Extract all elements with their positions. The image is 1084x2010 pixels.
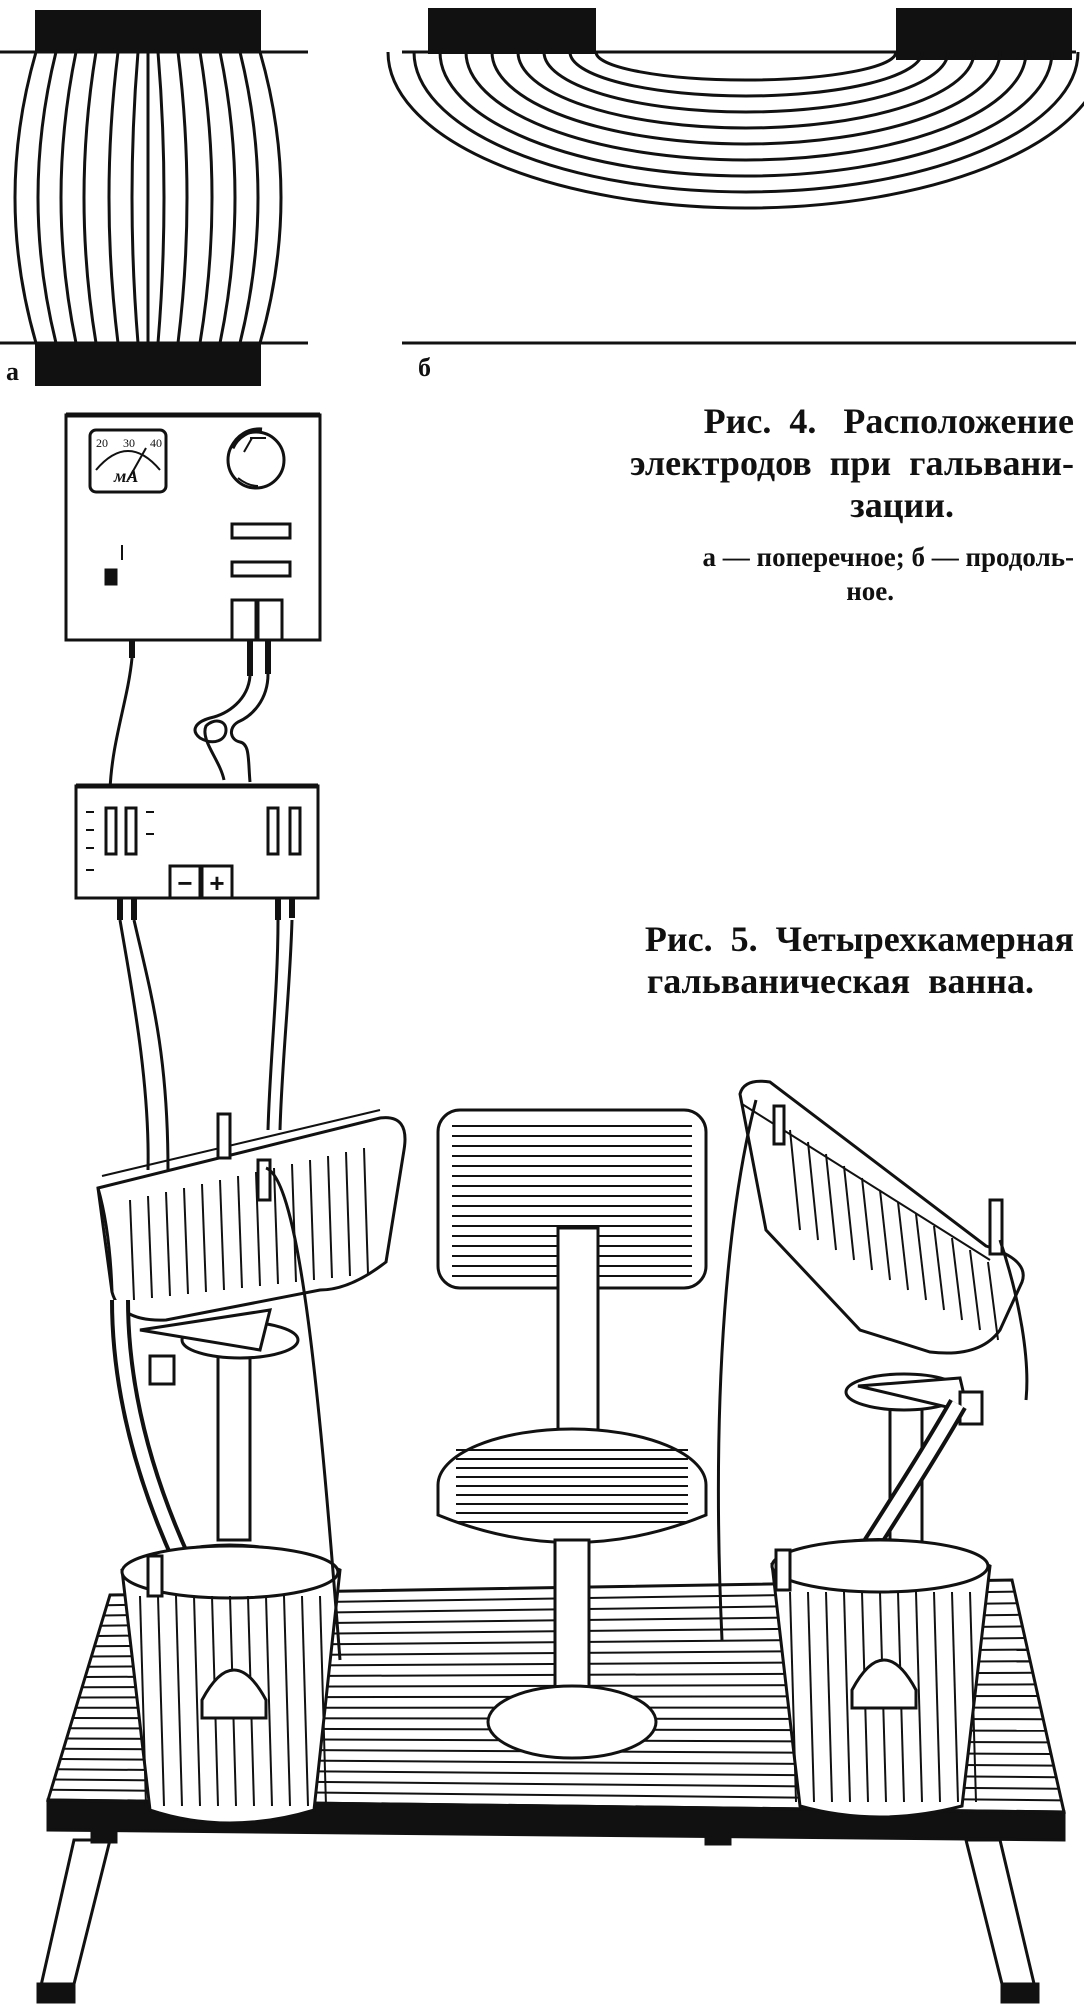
field-arc bbox=[490, 51, 1002, 146]
galvanic-apparatus bbox=[64, 412, 322, 676]
bucket-rib bbox=[807, 1591, 815, 1803]
bath-rib bbox=[987, 1261, 999, 1341]
bath-rib bbox=[345, 1151, 351, 1277]
dial-knob-icon bbox=[226, 427, 286, 490]
minus-terminal bbox=[168, 864, 202, 900]
bucket-rib bbox=[175, 1595, 183, 1807]
bath-rib bbox=[807, 1141, 819, 1241]
plus-terminal bbox=[200, 864, 234, 900]
bucket-rib bbox=[843, 1591, 851, 1803]
field-arc bbox=[386, 51, 1084, 210]
milliammeter-icon bbox=[127, 447, 147, 481]
bucket-rib bbox=[193, 1595, 201, 1807]
field-arc bbox=[464, 51, 1028, 162]
field-lines-a bbox=[13, 51, 283, 344]
bath-rib bbox=[879, 1189, 891, 1281]
meter-tick-40: 40 bbox=[150, 436, 162, 450]
field-arc bbox=[438, 51, 1054, 178]
field-arc bbox=[568, 51, 924, 98]
field-arc bbox=[542, 51, 950, 114]
bath-rib bbox=[165, 1191, 171, 1297]
bath-rib bbox=[309, 1159, 315, 1281]
bucket-rib bbox=[915, 1591, 923, 1803]
bath-cables bbox=[118, 919, 1029, 1661]
field-line bbox=[198, 51, 214, 344]
electrode-left-b bbox=[428, 8, 596, 54]
bath-rib bbox=[843, 1165, 855, 1261]
figure-b-label: б bbox=[418, 353, 431, 382]
figure4-sub-line1: а — поперечное; б — продоль- bbox=[702, 542, 1074, 572]
field-line bbox=[176, 51, 189, 344]
bath-rib bbox=[363, 1147, 369, 1275]
bath-rib bbox=[789, 1129, 801, 1231]
figure4-title-line1: Рис. 4. Расположение bbox=[703, 401, 1074, 441]
bath-rib bbox=[861, 1177, 873, 1271]
figure4-sub-line2: ное. bbox=[846, 576, 894, 606]
meter-unit: мА bbox=[114, 466, 139, 486]
electrode-right-b bbox=[896, 8, 1072, 60]
bath-rib bbox=[969, 1249, 981, 1331]
bath-rib bbox=[147, 1195, 153, 1299]
bath-rib bbox=[291, 1163, 297, 1283]
field-line bbox=[82, 51, 98, 344]
meter-scale: 20 30 40 bbox=[96, 436, 162, 451]
polarity-switchbox bbox=[74, 783, 320, 920]
bucket-rib bbox=[319, 1595, 327, 1807]
bucket-rib bbox=[301, 1595, 309, 1807]
field-line bbox=[13, 51, 38, 344]
right-arm-bath bbox=[738, 1079, 1025, 1355]
field-line bbox=[59, 51, 78, 344]
bucket-rib bbox=[157, 1595, 165, 1807]
figure4-title-line2: электродов при гальвани- bbox=[629, 443, 1074, 483]
four-chamber-bath bbox=[36, 1079, 1066, 2004]
bucket-rib bbox=[825, 1591, 833, 1803]
field-arc bbox=[594, 51, 898, 82]
bucket-rib bbox=[265, 1595, 273, 1807]
field-line bbox=[36, 51, 58, 344]
bath-rib bbox=[897, 1201, 909, 1291]
field-line bbox=[107, 51, 120, 344]
bath-rib bbox=[915, 1213, 927, 1301]
bath-rib bbox=[273, 1167, 279, 1285]
field-line bbox=[130, 51, 140, 344]
bath-rib bbox=[951, 1237, 963, 1321]
bath-rib bbox=[201, 1183, 207, 1293]
figure4-title-line3: зации. bbox=[850, 485, 954, 525]
bucket-rib bbox=[139, 1595, 147, 1807]
bucket-rib bbox=[969, 1591, 977, 1803]
electrode-bottom-a bbox=[35, 343, 261, 386]
bath-rib bbox=[129, 1199, 135, 1301]
bath-rib bbox=[825, 1153, 837, 1251]
field-line bbox=[258, 51, 283, 344]
left-arm-bath bbox=[96, 1116, 407, 1322]
bucket-rib bbox=[951, 1591, 959, 1803]
bath-rib bbox=[219, 1179, 225, 1291]
meter-tick-20: 20 bbox=[96, 436, 108, 450]
field-arc bbox=[412, 51, 1080, 194]
meter-tick-30: 30 bbox=[123, 436, 135, 450]
figure5-title-line2: гальваническая ванна. bbox=[646, 961, 1034, 1001]
bath-rib bbox=[183, 1187, 189, 1295]
figure5-title-line1: Рис. 5. Четырехкамерная bbox=[644, 919, 1074, 959]
figure-a-label: а bbox=[6, 357, 19, 386]
figure-4b bbox=[386, 8, 1084, 345]
bath-rib bbox=[933, 1225, 945, 1311]
bucket-rib bbox=[789, 1591, 797, 1803]
switch-plus-label: + bbox=[209, 868, 224, 898]
field-line bbox=[218, 51, 237, 344]
switch-minus-label: − bbox=[177, 868, 192, 898]
bucket-rib bbox=[283, 1595, 291, 1807]
field-arc bbox=[516, 51, 976, 130]
figure-4a bbox=[0, 10, 308, 386]
connecting-wires bbox=[108, 657, 270, 791]
bath-rib bbox=[327, 1155, 333, 1279]
field-lines-b bbox=[386, 51, 1084, 210]
bath-rib bbox=[237, 1175, 243, 1289]
field-line bbox=[156, 51, 166, 344]
field-line bbox=[238, 51, 260, 344]
electrode-top-a bbox=[35, 10, 261, 52]
bucket-rib bbox=[933, 1591, 941, 1803]
